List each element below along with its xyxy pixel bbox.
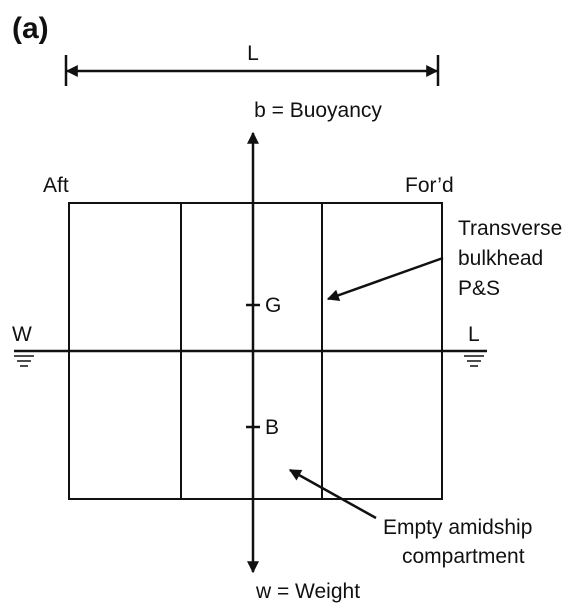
weight-label: w = Weight bbox=[255, 580, 360, 603]
waterline: W L bbox=[12, 323, 487, 367]
ford-label: For’d bbox=[405, 174, 454, 197]
bulkhead-callout-line-1: Transverse bbox=[458, 217, 562, 240]
water-surface-symbol-left bbox=[14, 355, 34, 367]
water-surface-symbol-right bbox=[464, 355, 484, 367]
bulkhead-callout-line-3: P&S bbox=[458, 277, 500, 300]
compartment-callout-line-1: Empty amidship bbox=[383, 516, 532, 539]
buoyancy-label: b = Buoyancy bbox=[254, 99, 382, 122]
waterline-right-label: L bbox=[468, 323, 480, 346]
b-label: B bbox=[265, 416, 279, 439]
length-label: L bbox=[247, 42, 259, 65]
compartment-callout-arrow bbox=[288, 468, 377, 520]
waterline-left-label: W bbox=[12, 323, 32, 346]
aft-label: Aft bbox=[43, 174, 69, 197]
bulkhead-callout-line-2: bulkhead bbox=[458, 247, 543, 270]
compartment-callout-line-2: compartment bbox=[402, 545, 525, 568]
panel-label: (a) bbox=[12, 12, 49, 45]
length-dimension: L bbox=[64, 42, 440, 86]
bulkhead-callout-arrow bbox=[326, 256, 444, 302]
g-label: G bbox=[265, 294, 281, 317]
